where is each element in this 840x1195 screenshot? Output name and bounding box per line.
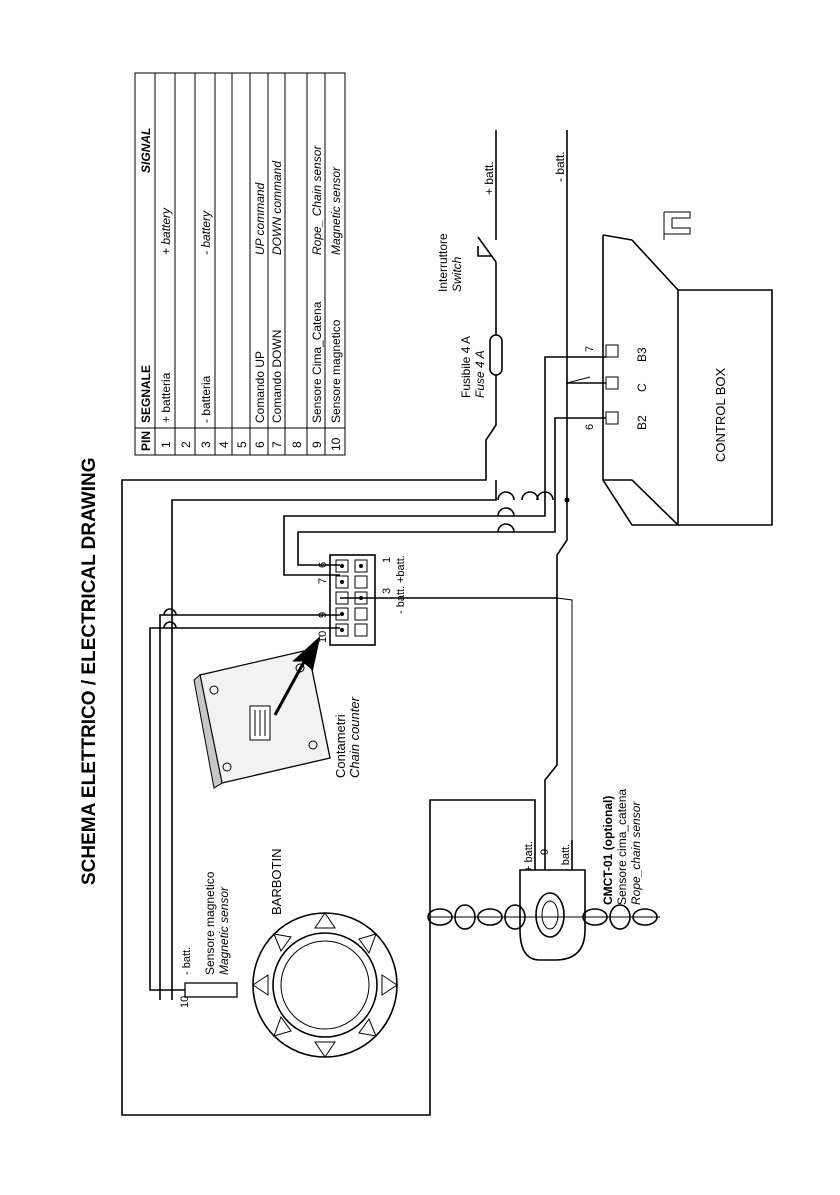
minus-batt-label: - batt. bbox=[553, 151, 567, 182]
control-box-wiring: 7 6 bbox=[544, 346, 606, 480]
cmct-label-en: Rope_chain sensor bbox=[629, 801, 643, 905]
harness-wiring bbox=[121, 383, 573, 1116]
pin-table: PIN SEGNALE SIGNAL 1 + batteria + batter… bbox=[134, 72, 346, 456]
fuse-label-en: Fuse 4 A bbox=[473, 350, 487, 398]
pin-table-header-pin: PIN bbox=[139, 431, 153, 451]
switch-label-en: Switch bbox=[450, 256, 464, 292]
pin-table-row-segnale: - batteria bbox=[199, 375, 213, 423]
terminal-c: C bbox=[605, 376, 649, 392]
pin-table-row-signal: Magnetic sensor bbox=[329, 166, 343, 255]
conn-minus-label: - batt. bbox=[395, 586, 407, 614]
pin-table-row-segnale: Sensore magnetico bbox=[329, 319, 343, 423]
barbotin-label: BARBOTIN bbox=[269, 849, 284, 915]
switch-label-it: Interruttore bbox=[436, 233, 450, 292]
magnetic-minus-label: - batt. bbox=[181, 947, 193, 975]
pin-table-row-pin: 7 bbox=[270, 441, 284, 448]
pin-table-row-pin: 1 bbox=[159, 441, 173, 448]
magnetic-sensor-label-it: Sensore magnetico bbox=[203, 871, 217, 975]
conn-pin-9: 9 bbox=[317, 612, 329, 618]
conn-pin-10: 10 bbox=[317, 631, 329, 643]
pin-table-row-pin: 8 bbox=[290, 441, 304, 448]
pin-table-row-signal: UP command bbox=[253, 182, 267, 255]
pin-table-row-pin: 10 bbox=[329, 437, 343, 451]
pin-table-row-segnale: Comando UP bbox=[253, 351, 267, 423]
control-box: CONTROL BOX B2 C B3 bbox=[602, 211, 773, 526]
pin-table-header-segnale: SEGNALE bbox=[139, 365, 153, 423]
sensor-9-label: 9 bbox=[539, 849, 551, 855]
terminal-c-label: C bbox=[635, 383, 649, 392]
anchor-chain bbox=[427, 904, 660, 930]
pin-table-row-signal: Rope_ Chain sensor bbox=[310, 145, 324, 255]
pin-table-row-segnale: + batteria bbox=[159, 372, 173, 423]
pin-table-row-segnale: Sensore Cima_Catena bbox=[310, 301, 324, 423]
pin-table-row-pin: 5 bbox=[235, 441, 249, 448]
pin-table-header-signal: SIGNAL bbox=[139, 128, 153, 173]
control-box-label: CONTROL BOX bbox=[713, 368, 728, 462]
plus-batt-label: + batt. bbox=[482, 161, 496, 195]
terminal-b2-label: B2 bbox=[635, 415, 649, 430]
conn-pin-3: 3 bbox=[381, 588, 393, 594]
pin-table-row-pin: 2 bbox=[179, 441, 193, 448]
sensor-minus-label: - batt. bbox=[560, 844, 572, 872]
pin-table-row-pin: 6 bbox=[253, 441, 267, 448]
terminal-b3: B3 bbox=[605, 344, 649, 362]
sensor-plus-label: + batt. bbox=[523, 841, 535, 872]
cmct-label-it: Sensore cima_catena bbox=[615, 789, 629, 905]
switch: Interruttore Switch bbox=[436, 200, 497, 330]
pin-table-row-signal: DOWN command bbox=[270, 161, 284, 255]
conn-plus-label: +batt. bbox=[395, 555, 407, 583]
fuse-label-it: Fusibile 4 A bbox=[459, 336, 473, 398]
chain-counter-label-en: Chain counter bbox=[347, 696, 362, 778]
pin-table-row-signal: + battery bbox=[159, 207, 173, 255]
wire-6-label: 6 bbox=[584, 424, 596, 430]
conn-pin-1: 1 bbox=[381, 557, 393, 563]
chain-counter-label-it: Contametri bbox=[333, 714, 348, 778]
pin-table-row-pin: 9 bbox=[310, 441, 324, 448]
wire-7-label: 7 bbox=[584, 346, 596, 352]
rope-chain-sensor: + batt. 9 - batt. CMCT-01 (optional) Sen… bbox=[519, 789, 643, 961]
terminal-b2: B2 bbox=[605, 411, 649, 430]
magnetic-sensor: Sensore magnetico Magnetic sensor - batt… bbox=[179, 871, 238, 1008]
barbotin-wheel: BARBOTIN bbox=[252, 849, 398, 1058]
conn-pin-6: 6 bbox=[317, 562, 329, 568]
cmct-title: CMCT-01 (optional) bbox=[601, 796, 615, 905]
fuse: Fusibile 4 A Fuse 4 A bbox=[459, 330, 503, 405]
drawing-title: SCHEMA ELETTRICO / ELECTRICAL DRAWING bbox=[79, 458, 100, 886]
pin-table-row-signal: - battery bbox=[199, 210, 213, 255]
pin-table-row-segnale: Comando DOWN bbox=[270, 330, 284, 423]
counter-connector: 6 7 9 10 1 3 +batt. - batt. bbox=[317, 554, 407, 646]
battery-minus-line: - batt. bbox=[553, 130, 568, 360]
conn-pin-7: 7 bbox=[317, 578, 329, 584]
magnetic-sensor-label-en: Magnetic sensor bbox=[217, 886, 231, 975]
magnetic-10-label: 10 bbox=[179, 996, 191, 1008]
pin-table-row-pin: 4 bbox=[217, 441, 231, 448]
terminal-b3-label: B3 bbox=[635, 347, 649, 362]
battery-plus-line: + batt. bbox=[482, 130, 497, 200]
pin-table-row-pin: 3 bbox=[199, 441, 213, 448]
chain-counter-device: Contametri Chain counter bbox=[193, 635, 362, 789]
